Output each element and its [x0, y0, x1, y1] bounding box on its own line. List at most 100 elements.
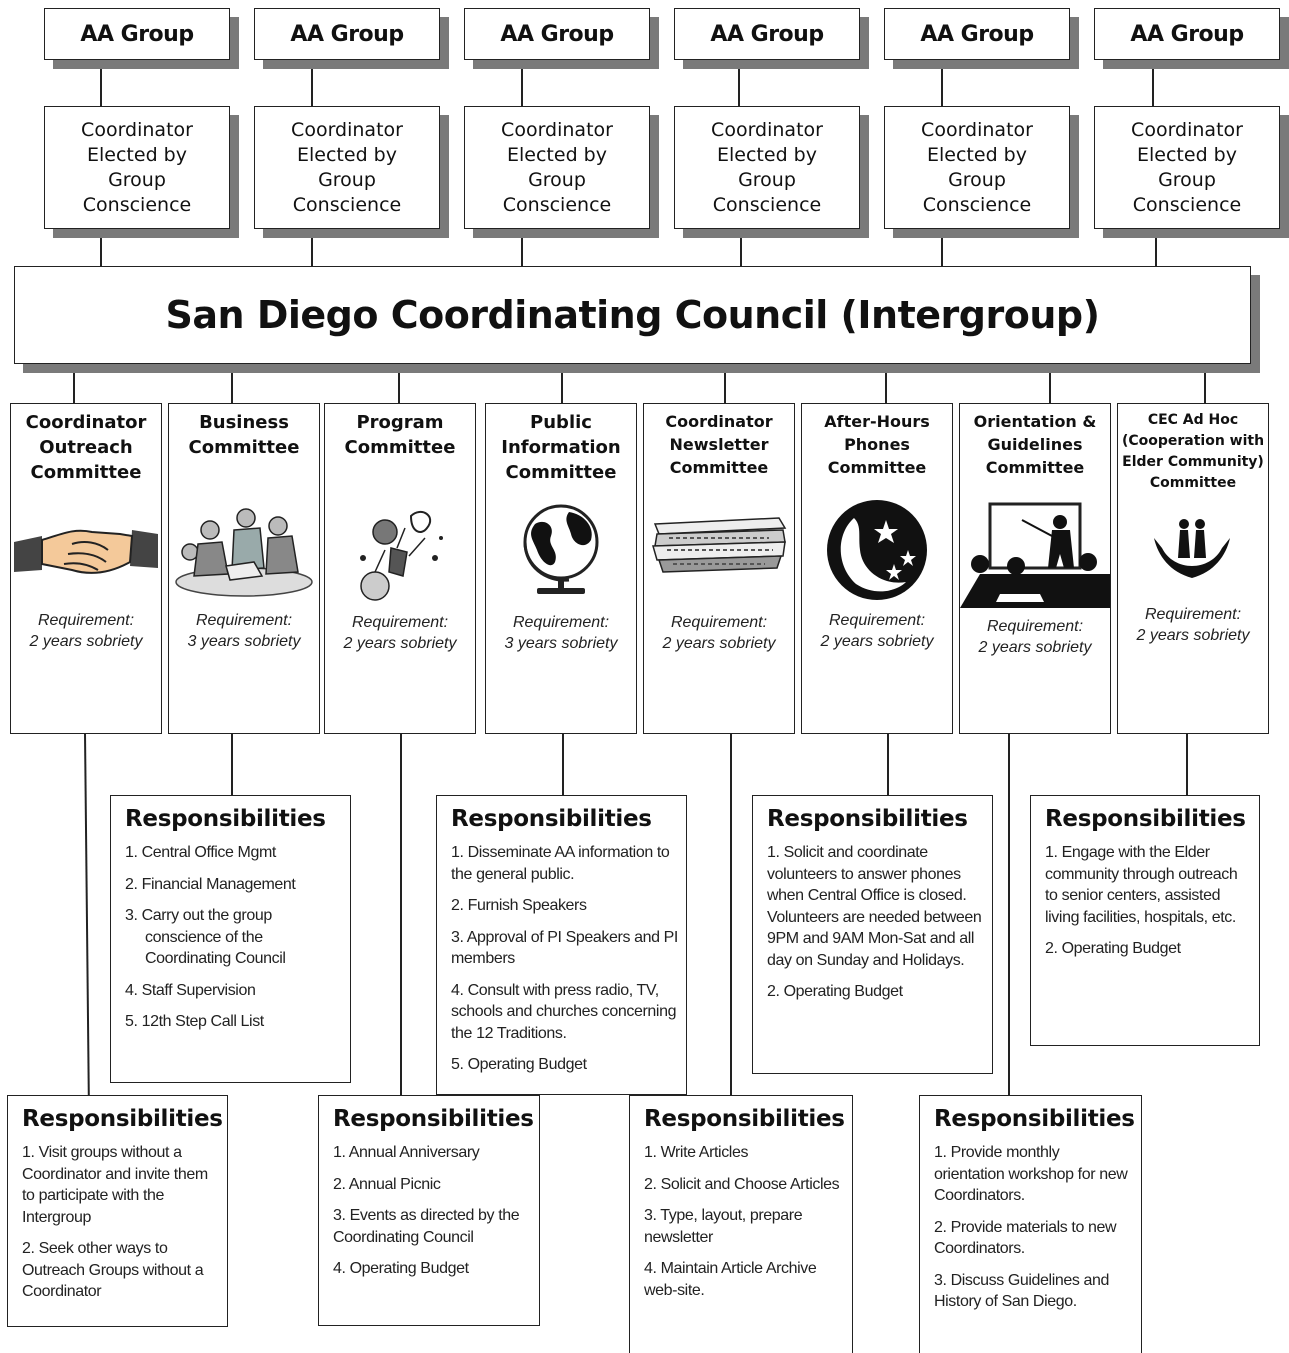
list-item: 4. Staff Supervision — [125, 981, 256, 999]
coordinator-text: Coordinator Elected by Group Conscience — [81, 118, 193, 216]
responsibilities-heading: Responsibilities — [333, 1106, 534, 1132]
coordinator-text: Coordinator Elected by Group Conscience — [921, 118, 1033, 216]
coordinator-text: Coordinator Elected by Group Conscience — [291, 118, 403, 216]
requirement-text: Requirement: 3 years sobriety — [504, 614, 618, 652]
list-item: 1. Provide monthly orientation workshop … — [934, 1144, 1128, 1204]
globe-icon — [486, 500, 636, 600]
list-item: 2. Annual Picnic — [333, 1175, 441, 1193]
responsibilities-heading: Responsibilities — [451, 806, 652, 832]
committee-box: Coordinator Newsletter Committee Require… — [643, 403, 795, 734]
responsibilities-heading: Responsibilities — [934, 1106, 1135, 1132]
responsibilities-heading: Responsibilities — [644, 1106, 845, 1132]
requirement-text: Requirement: 2 years sobriety — [29, 612, 143, 650]
aa-group-box: AA Group — [884, 8, 1070, 60]
cec-responsibilities-box: Responsibilities 1. Engage with the Elde… — [1030, 795, 1260, 1046]
committee-box: Coordinator Outreach Committee Requireme… — [10, 403, 162, 734]
business-responsibilities-box: Responsibilities 1. Central Office Mgmt … — [110, 795, 351, 1083]
aa-group-box: AA Group — [44, 8, 230, 60]
responsibilities-heading: Responsibilities — [767, 806, 968, 832]
list-item: 1. Disseminate AA information to the gen… — [451, 844, 670, 883]
requirement-text: Requirement: 2 years sobriety — [820, 612, 934, 650]
celebration-icon — [325, 498, 475, 608]
aa-group-box: AA Group — [1094, 8, 1280, 60]
orientation-responsibilities-box: Responsibilities 1. Provide monthly orie… — [919, 1095, 1142, 1353]
committee-box: Business Committee Requirement: 3 years … — [168, 403, 320, 734]
list-item: 2. Seek other ways to Outreach Groups wi… — [22, 1240, 204, 1300]
requirement-text: Requirement: 2 years sobriety — [1136, 606, 1250, 644]
coordinator-text: Coordinator Elected by Group Conscience — [711, 118, 823, 216]
list-item: 3. Type, layout, prepare newsletter — [644, 1207, 803, 1246]
responsibilities-heading: Responsibilities — [125, 806, 326, 832]
coordinator-text: Coordinator Elected by Group Conscience — [1131, 118, 1243, 216]
committee-title: After-Hours Phones Committee — [824, 412, 930, 477]
handshake-icon — [11, 514, 161, 584]
list-item: 3. Carry out the group conscience of the… — [125, 907, 286, 967]
list-item: 2. Furnish Speakers — [451, 897, 587, 914]
committee-title: Program Committee — [344, 412, 456, 458]
committee-box: CEC Ad Hoc (Cooperation with Elder Commu… — [1117, 403, 1269, 734]
list-item: 1. Solicit and coordinate volunteers to … — [767, 844, 982, 969]
council-title: San Diego Coordinating Council (Intergro… — [165, 293, 1100, 337]
committee-title: Coordinator Newsletter Committee — [665, 412, 773, 477]
list-item: 2. Operating Budget — [767, 983, 903, 1000]
list-item: 2. Financial Management — [125, 875, 296, 893]
newspaper-icon — [644, 512, 794, 576]
aa-group-box: AA Group — [464, 8, 650, 60]
aa-group-label: AA Group — [710, 21, 824, 47]
list-item: 1. Write Articles — [644, 1144, 749, 1161]
list-item: 5. 12th Step Call List — [125, 1013, 264, 1030]
coordinator-box: Coordinator Elected by Group Conscience — [44, 106, 230, 229]
aa-group-label: AA Group — [920, 21, 1034, 47]
committee-box: Orientation & Guidelines Committee Requi… — [959, 403, 1111, 734]
outreach-responsibilities-box: Responsibilities 1. Visit groups without… — [7, 1095, 228, 1327]
aa-group-label: AA Group — [80, 21, 194, 47]
coordinator-box: Coordinator Elected by Group Conscience — [254, 106, 440, 229]
requirement-text: Requirement: 3 years sobriety — [187, 612, 301, 650]
aa-group-box: AA Group — [254, 8, 440, 60]
list-item: 4. Maintain Article Archive web-site. — [644, 1260, 817, 1299]
coordinator-box: Coordinator Elected by Group Conscience — [464, 106, 650, 229]
committee-title: Public Information Committee — [501, 412, 621, 483]
public-information-responsibilities-box: Responsibilities 1. Disseminate AA infor… — [436, 795, 687, 1095]
list-item: 1. Annual Anniversary — [333, 1144, 480, 1161]
newsletter-responsibilities-box: Responsibilities 1. Write Articles 2. So… — [629, 1095, 853, 1353]
responsibilities-heading: Responsibilities — [1045, 806, 1246, 832]
list-item: 2. Solicit and Choose Articles — [644, 1175, 840, 1193]
business-meeting-icon — [169, 504, 319, 600]
aa-group-box: AA Group — [674, 8, 860, 60]
list-item: 4. Consult with press radio, TV, schools… — [451, 981, 677, 1042]
responsibilities-heading: Responsibilities — [22, 1106, 223, 1132]
list-item: 3. Discuss Guidelines and History of San… — [934, 1271, 1109, 1311]
requirement-text: Requirement: 2 years sobriety — [662, 614, 776, 652]
list-item: 3. Events as directed by the Coordinatin… — [333, 1207, 520, 1246]
aa-group-label: AA Group — [500, 21, 614, 47]
program-responsibilities-box: Responsibilities 1. Annual Anniversary 2… — [318, 1095, 540, 1326]
list-item: 5. Operating Budget — [451, 1056, 587, 1073]
elder-hands-icon — [1118, 516, 1268, 586]
coordinator-box: Coordinator Elected by Group Conscience — [1094, 106, 1280, 229]
after-hours-responsibilities-box: Responsibilities 1. Solicit and coordina… — [752, 795, 993, 1074]
presentation-icon — [960, 498, 1110, 616]
committee-title: Orientation & Guidelines Committee — [973, 412, 1097, 477]
coordinator-box: Coordinator Elected by Group Conscience — [674, 106, 860, 229]
aa-group-label: AA Group — [1130, 21, 1244, 47]
committee-box: After-Hours Phones Committee Requirement… — [801, 403, 953, 734]
council-box: San Diego Coordinating Council (Intergro… — [14, 266, 1251, 364]
list-item: 1. Visit groups without a Coordinator an… — [22, 1144, 208, 1226]
moon-stars-icon — [802, 498, 952, 608]
list-item: 2. Operating Budget — [1045, 940, 1181, 957]
aa-group-label: AA Group — [290, 21, 404, 47]
list-item: 4. Operating Budget — [333, 1260, 469, 1277]
list-item: 1. Central Office Mgmt — [125, 844, 276, 861]
committee-title: Business Committee — [188, 412, 300, 458]
list-item: 1. Engage with the Elder community throu… — [1045, 844, 1238, 926]
committee-title: Coordinator Outreach Committee — [25, 412, 147, 483]
list-item: 3. Approval of PI Speakers and PI member… — [451, 928, 678, 968]
coordinator-text: Coordinator Elected by Group Conscience — [501, 118, 613, 216]
committee-box: Public Information Committee Requirement… — [485, 403, 637, 734]
committee-box: Program Committee Requirement: 2 years s… — [324, 403, 476, 734]
requirement-text: Requirement: 2 years sobriety — [978, 618, 1092, 656]
coordinator-box: Coordinator Elected by Group Conscience — [884, 106, 1070, 229]
list-item: 2. Provide materials to new Coordinators… — [934, 1218, 1117, 1258]
requirement-text: Requirement: 2 years sobriety — [343, 614, 457, 652]
